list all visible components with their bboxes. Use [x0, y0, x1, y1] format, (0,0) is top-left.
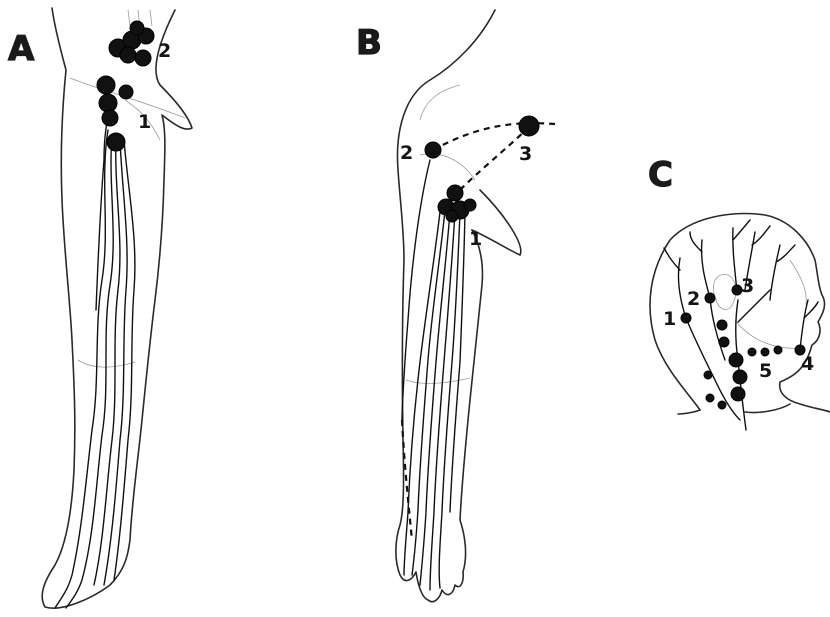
arm-outline — [396, 10, 495, 602]
inguinal-node — [97, 76, 115, 94]
axillary-node — [464, 199, 476, 211]
deep-cervical-node — [729, 353, 743, 367]
iliac-node — [120, 47, 136, 63]
axillary-node — [446, 210, 458, 222]
iliac-node — [130, 21, 144, 35]
arm-label-2: 2 — [400, 142, 413, 164]
iliac-node — [135, 50, 151, 66]
panel-b-arm: B 1 2 3 — [356, 10, 555, 602]
head-label-3: 3 — [741, 275, 754, 297]
head-label-1: 1 — [663, 308, 676, 330]
arm-label-1: 1 — [469, 228, 482, 250]
panel-b-letter: B — [356, 23, 382, 63]
deltopectoral-node — [425, 142, 441, 158]
inguinal-node — [119, 85, 133, 99]
leg-label-2: 2 — [158, 40, 171, 62]
apical-node — [519, 116, 539, 136]
inguinal-node — [99, 94, 117, 112]
inguinal-node — [102, 110, 118, 126]
head-label-4: 4 — [801, 353, 814, 375]
deep-cervical-node — [733, 370, 747, 384]
superficial-cervical-node — [718, 401, 726, 409]
deep-cervical-node — [731, 387, 745, 401]
mastoid-node — [705, 293, 715, 303]
submandibular-node — [774, 346, 782, 354]
panel-c-letter: C — [648, 155, 673, 195]
head-label-5: 5 — [759, 360, 772, 382]
panel-a-leg: A — [8, 8, 192, 608]
occipital-node — [681, 313, 691, 323]
leg-label-1: 1 — [138, 111, 151, 133]
arm-label-3: 3 — [519, 143, 532, 165]
superficial-cervical-node — [706, 394, 714, 402]
submandibular-node — [748, 348, 756, 356]
head-label-2: 2 — [687, 288, 700, 310]
panel-c-head: C — [648, 155, 830, 430]
axillary-node — [447, 185, 463, 201]
superficial-cervical-node — [704, 371, 712, 379]
cervical-node — [717, 320, 727, 330]
submandibular-node — [761, 348, 769, 356]
panel-a-letter: A — [8, 29, 35, 69]
cervical-node — [719, 337, 729, 347]
inguinal-node — [107, 133, 125, 151]
